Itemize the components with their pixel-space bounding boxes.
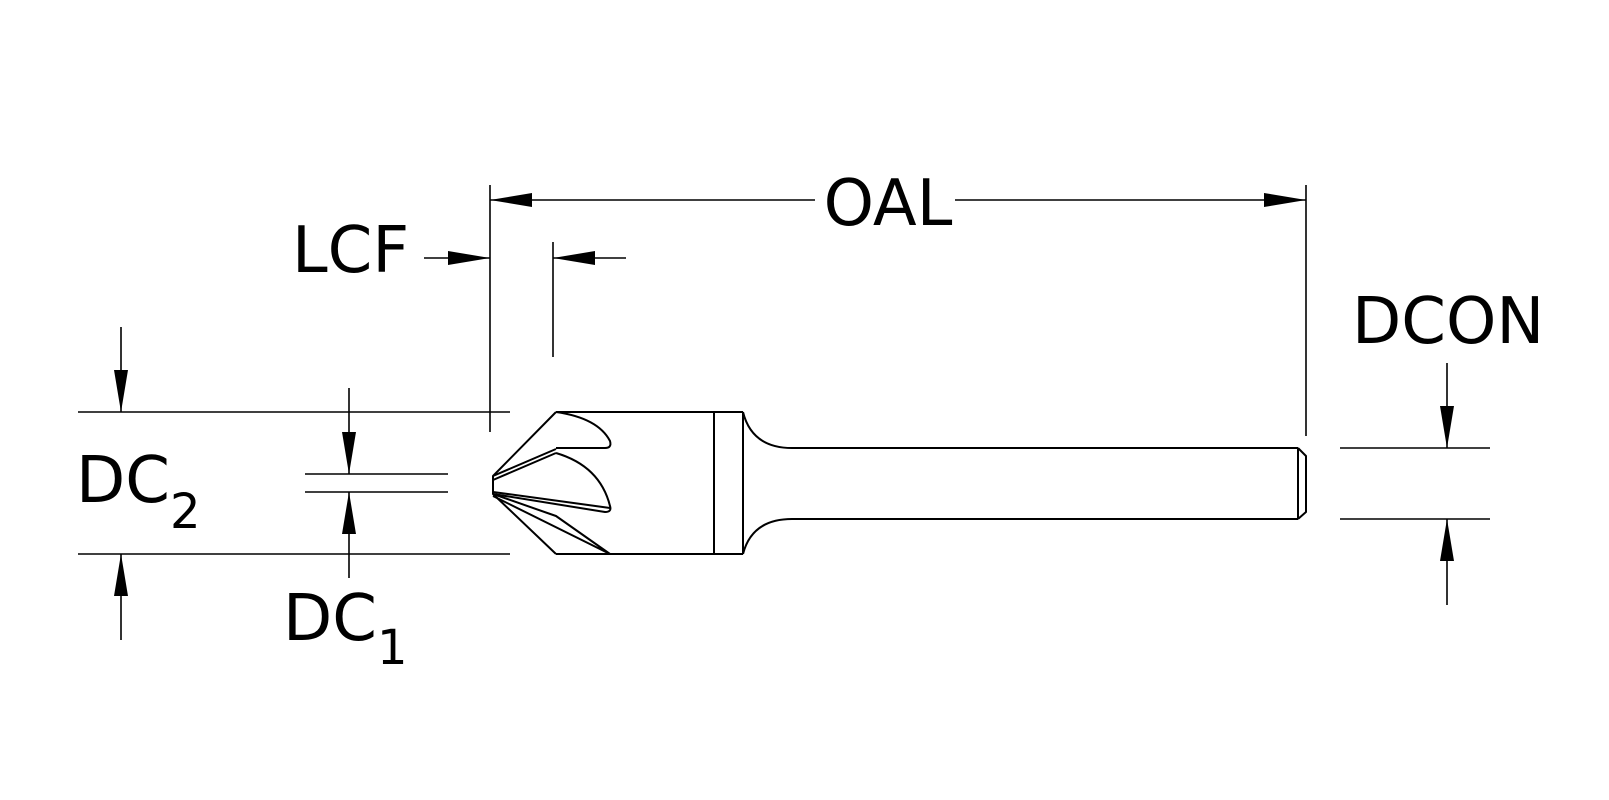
- lcf-label: LCF: [292, 214, 409, 288]
- arrowhead-icon: [1440, 519, 1454, 561]
- arrowhead-icon: [114, 370, 128, 412]
- dc2-label-main: DC: [76, 444, 170, 518]
- arrowhead-icon: [342, 492, 356, 534]
- dc1-label-sub: 1: [377, 620, 408, 676]
- arrowhead-icon: [114, 554, 128, 596]
- arrowhead-icon: [553, 251, 595, 265]
- dc1-label: DC1: [283, 582, 408, 676]
- dc1-label-main: DC: [283, 582, 377, 656]
- arrowhead-icon: [1264, 193, 1306, 207]
- dc2-label-sub: 2: [170, 484, 201, 540]
- dc2-dimension: DC2: [76, 327, 510, 640]
- tool-outline: [492, 411, 1307, 555]
- arrowhead-icon: [1440, 406, 1454, 448]
- dcon-label: DCON: [1352, 285, 1544, 359]
- arrowhead-icon: [490, 193, 532, 207]
- arrowhead-icon: [342, 432, 356, 474]
- dc2-label: DC2: [76, 444, 201, 540]
- oal-label: OAL: [824, 167, 953, 241]
- dc1-dimension: DC1: [283, 388, 448, 676]
- arrowhead-icon: [448, 251, 490, 265]
- oal-dimension: OAL: [489, 167, 1307, 436]
- lcf-dimension: LCF: [292, 214, 626, 357]
- dcon-dimension: DCON: [1340, 285, 1544, 605]
